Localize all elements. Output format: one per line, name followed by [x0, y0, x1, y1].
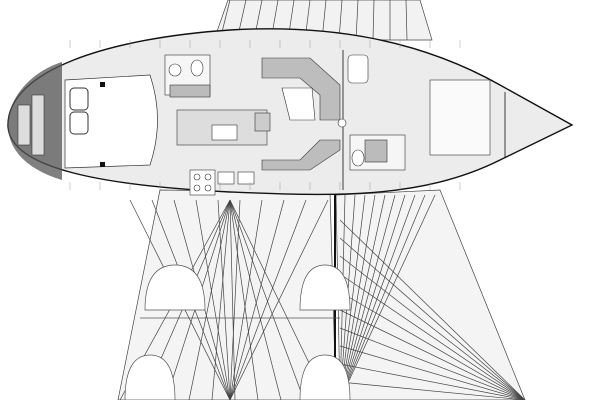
forward-shower-grate	[364, 139, 388, 163]
headsail-seam	[229, 199, 263, 400]
topsail-seam	[355, 0, 359, 41]
headsail-seam	[229, 199, 282, 400]
mainsail-seam	[339, 194, 416, 400]
winch-arcs	[124, 264, 351, 400]
interior-furniture	[164, 50, 506, 196]
forward-cabin-seat	[347, 54, 369, 84]
mainsail-seam	[339, 327, 526, 400]
saloon-table	[281, 87, 316, 121]
topsail-seam	[405, 0, 408, 41]
headsail-seam	[229, 199, 236, 400]
shower-grate	[169, 84, 211, 98]
mainsail	[335, 189, 526, 400]
topsail-seam	[372, 0, 375, 41]
starboard-settee	[261, 57, 341, 121]
toilet	[190, 59, 204, 77]
stove	[189, 169, 216, 196]
mainsail-seam	[339, 363, 526, 400]
mainsail-seam	[339, 194, 376, 400]
hull	[7, 28, 574, 196]
headsail-seam	[229, 199, 259, 400]
cockpit	[64, 74, 158, 169]
mainsail-seam	[339, 255, 526, 400]
mainsail-seam	[339, 345, 526, 400]
headsail-seam	[211, 199, 231, 400]
sink	[211, 124, 238, 141]
mast-step	[337, 118, 347, 128]
mainsail-seam	[339, 194, 366, 400]
stern-lockers	[17, 94, 45, 156]
headsail-seam	[217, 199, 231, 400]
headsail-seam	[188, 199, 231, 400]
mainsail-seam	[339, 291, 526, 400]
mainsail-seam	[339, 194, 426, 400]
headsail-seam	[195, 199, 231, 400]
mainsail-seam	[339, 194, 386, 400]
basin	[168, 63, 182, 77]
mainsail-seam	[339, 273, 526, 400]
mainsail-seam	[339, 237, 526, 400]
fridge-1	[217, 171, 235, 185]
sail-plan	[117, 0, 526, 400]
port-settee	[261, 139, 341, 171]
mainsail-seam	[339, 219, 526, 400]
hull-plank-lines	[69, 40, 461, 190]
fridge-2	[237, 171, 255, 185]
headsail-seam	[229, 199, 285, 400]
headsail-seam	[229, 199, 329, 400]
mainsail-seam	[339, 381, 526, 400]
headsail-seam	[229, 199, 305, 400]
v-berth	[429, 79, 491, 156]
mainsail-seam	[339, 194, 436, 400]
headsail-seam	[229, 199, 307, 400]
chart-seat	[254, 112, 271, 132]
